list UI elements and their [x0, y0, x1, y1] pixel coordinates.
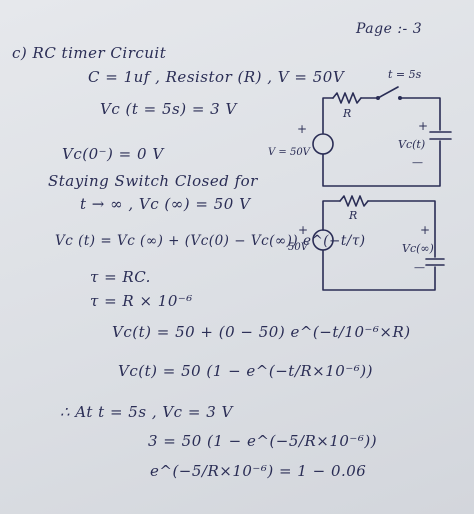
vc-initial: Vc(0⁻) = 0 V: [62, 145, 164, 163]
circuit-1-switch: [377, 86, 399, 99]
circuit-2-resistor: [339, 195, 369, 207]
circuit-1-cap-label: Vc(t): [398, 138, 425, 151]
general-equation: Vc (t) = Vc (∞) + (Vc(0) − Vc(∞)) e^(−t/…: [55, 233, 366, 249]
tau-value: τ = R × 10⁻⁶: [90, 292, 193, 310]
circuit-1-source-plus: +: [297, 122, 307, 136]
circuit-2-capacitor: [425, 258, 445, 266]
circuit-1-resistor-label: R: [342, 107, 351, 120]
equation-three: 3 = 50 (1 − e^(−5/R×10⁻⁶)): [148, 432, 378, 450]
circuit-2-wiring: [322, 195, 445, 291]
circuit-1-resistor: [332, 92, 362, 104]
circuit-1-cap-minus: —: [412, 156, 423, 169]
heading-rc-timer: c) RC timer Circuit: [12, 44, 167, 62]
page-number-label: Page :- 3: [356, 21, 423, 37]
circuit-2-source-plus: +: [298, 223, 308, 237]
circuit-2-cap-label: Vc(∞): [402, 242, 434, 255]
condition-at-t5: ∴ At t = 5s , Vc = 3 V: [60, 403, 233, 421]
circuit-2-source: [312, 229, 334, 251]
t-infinity-line: t → ∞ , Vc (∞) = 50 V: [80, 195, 251, 213]
vc-at-5s: Vc (t = 5s) = 3 V: [100, 100, 237, 118]
circuit-1-capacitor: [429, 131, 452, 140]
vc-simplified: Vc(t) = 50 (1 − e^(−t/R×10⁻⁶)): [118, 362, 373, 380]
vc-substituted: Vc(t) = 50 + (0 − 50) e^(−t/10⁻⁶×R): [112, 323, 411, 341]
circuit-1-switch-label: t = 5s: [388, 68, 422, 81]
tau-definition: τ = RC.: [90, 268, 151, 286]
circuit-2-cap-plus: +: [420, 223, 430, 237]
circuit-2-cap-minus: —: [414, 261, 425, 274]
circuit-1-wiring: [322, 86, 452, 187]
staying-switch-closed: Staying Switch Closed for: [48, 172, 258, 190]
circuit-1-source: [312, 133, 334, 155]
circuit-1-source-label: V = 50V: [268, 147, 312, 158]
circuit-1-cap-plus: +: [418, 119, 428, 133]
circuit-2-resistor-label: R: [348, 209, 357, 222]
circuit-2-source-label: 50V: [288, 242, 310, 253]
equation-exponent: e^(−5/R×10⁻⁶) = 1 − 0.06: [150, 462, 367, 480]
given-values: C = 1uf , Resistor (R) , V = 50V: [88, 68, 345, 86]
